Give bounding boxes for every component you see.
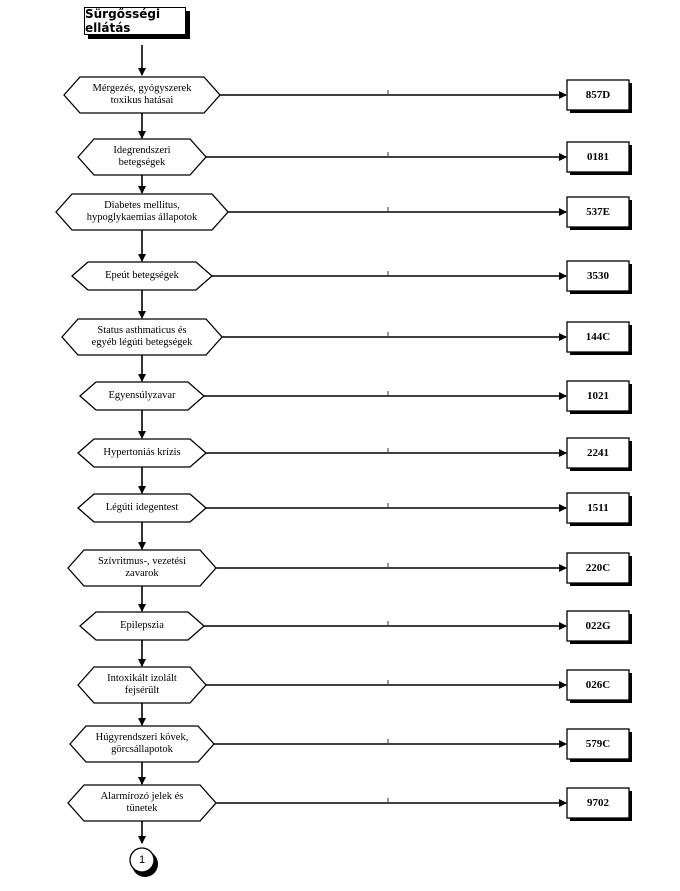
code-box [566, 79, 630, 111]
code-label: 144C [585, 331, 611, 343]
node-label: Diabetes mellitus, hypoglykaemias állapo… [86, 200, 198, 223]
code-label: 857D [585, 89, 611, 101]
code-label: 537E [586, 206, 610, 218]
code-box [566, 669, 630, 701]
code-box [566, 552, 630, 584]
offpage-connector [129, 847, 155, 873]
decision-hexagon [67, 549, 217, 587]
decision-hexagon [77, 138, 207, 176]
code-label: 2241 [587, 447, 609, 459]
node-label: Hypertoniás krízis [103, 447, 181, 458]
decision-hexagon [63, 76, 221, 114]
decision-hexagon [69, 725, 215, 763]
decision-hexagon [79, 611, 205, 641]
code-label: 022G [585, 620, 611, 632]
connector-label: 1 [138, 854, 146, 866]
decision-hexagon [79, 381, 205, 411]
code-label: 220C [585, 562, 611, 574]
code-box [566, 787, 630, 819]
node-label: Idegrendszeri betegségek [113, 145, 171, 168]
decision-hexagon [77, 438, 207, 468]
node-label: Epeút betegségek [105, 270, 179, 281]
node-label: Intoxikált izolált fejsérült [107, 673, 177, 696]
node-label: Mérgezés, gyógyszerek toxikus hatásai [92, 83, 192, 106]
code-label: 579C [585, 738, 611, 750]
code-label: 0181 [587, 151, 609, 163]
decision-hexagon [67, 784, 217, 822]
title-node: Sürgősségi ellátás [84, 7, 192, 41]
decision-hexagon [61, 318, 223, 356]
node-label: Húgyrendszeri kövek, görcsállapotok [95, 732, 189, 755]
code-box [566, 196, 630, 228]
code-label: 9702 [587, 797, 609, 809]
code-label: 3530 [587, 270, 609, 282]
title-text: Sürgősségi ellátás [84, 7, 186, 35]
code-label: 026C [585, 679, 611, 691]
node-label: Alarmírozó jelek és tünetek [100, 791, 184, 814]
node-label: Szívritmus-, vezetési zavarok [97, 556, 187, 579]
decision-hexagon [55, 193, 229, 231]
node-label: Egyensúlyzavar [108, 390, 176, 401]
node-label: Status asthmaticus és egyéb légúti beteg… [91, 325, 193, 348]
code-label: 1021 [587, 390, 609, 402]
code-box [566, 141, 630, 173]
code-box [566, 437, 630, 469]
code-box [566, 321, 630, 353]
code-box [566, 380, 630, 412]
code-box [566, 260, 630, 292]
decision-hexagon [71, 261, 213, 291]
code-box [566, 728, 630, 760]
code-box [566, 492, 630, 524]
code-box [566, 610, 630, 642]
node-label: Légúti idegentest [105, 502, 179, 513]
node-label: Epilepszia [120, 620, 164, 631]
code-label: 1511 [587, 502, 609, 514]
decision-hexagon [77, 493, 207, 523]
decision-hexagon [77, 666, 207, 704]
